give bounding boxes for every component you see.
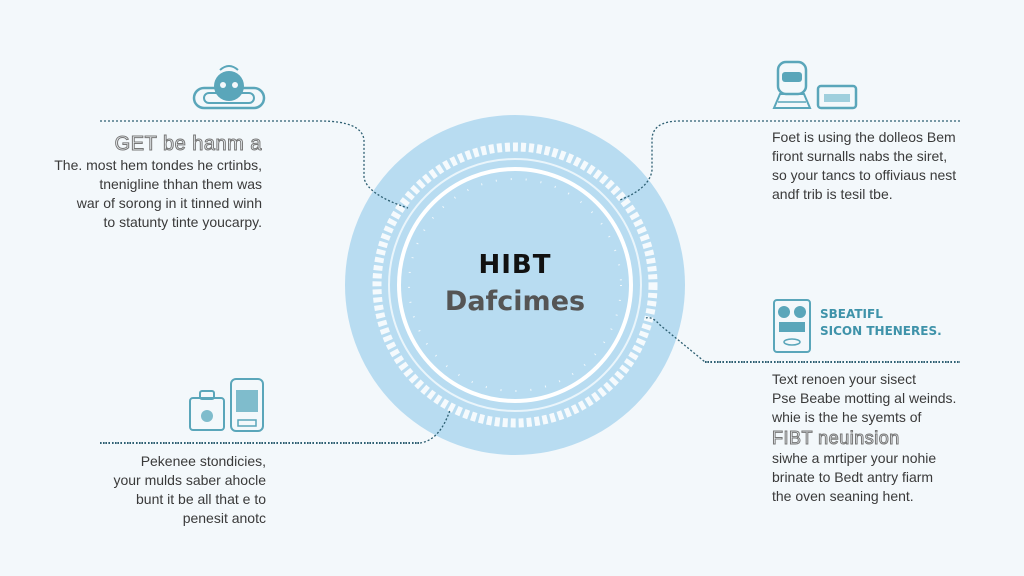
bottom-left-line-1: Pekenee stondicies, [140, 453, 266, 469]
connector-lines-lower [100, 361, 960, 444]
bottom-left-line-2: your mulds saber ahocle [113, 472, 266, 488]
right-line-2: Pse Beabe motting al weinds. [772, 390, 957, 406]
center-subtitle: Dafcimes [444, 286, 586, 317]
train-icon [772, 60, 812, 109]
connector-lines [100, 120, 960, 444]
appliance-icon [230, 378, 264, 432]
top-left-line-1: The. most hem tondes he crtinbs, [54, 157, 262, 173]
bottom-left-line-3: bunt it be all that e to [136, 491, 266, 507]
camera-bag-icon [189, 390, 225, 431]
top-left-line-3: war of sorong in it tinned winh [76, 195, 262, 211]
top-right-line-4: andf trib is tesil tbe. [772, 186, 893, 202]
bottom-left-line-4: penesit anotc [182, 510, 266, 526]
right-line-6: the oven seaning hent. [772, 488, 914, 504]
center-title: HIBT [478, 250, 552, 280]
top-left-heading: GET be hanm a [114, 133, 262, 156]
robot-face-icon [773, 299, 811, 353]
right-outline-heading: FIBT neuinsion [772, 428, 900, 449]
box-icon [816, 84, 858, 110]
right-line-5: brinate to Bedt antry fiarm [772, 469, 934, 485]
top-right-line-2: firont surnalls nabs the siret, [772, 148, 948, 164]
right-line-3: whie is the he syemts of [772, 409, 922, 425]
right-line-4: siwhe a mrtiper your nohie [772, 450, 937, 466]
right-heading-1: SBEATIFL [820, 307, 883, 321]
top-left-line-2: tnenigline thhan them was [99, 176, 262, 192]
right-line-1: Text renoen your sisect [772, 371, 916, 387]
top-left-line-4: to statunty tinte youcarpy. [103, 214, 263, 230]
right-heading-2: SICON THENERES. [820, 324, 942, 338]
top-right-line-1: Foet is using the dolleos Bem [772, 129, 956, 145]
robot-car-icon [192, 65, 266, 110]
central-circle [345, 115, 685, 455]
top-right-line-3: so your tancs to offiviaus nest [772, 167, 957, 183]
